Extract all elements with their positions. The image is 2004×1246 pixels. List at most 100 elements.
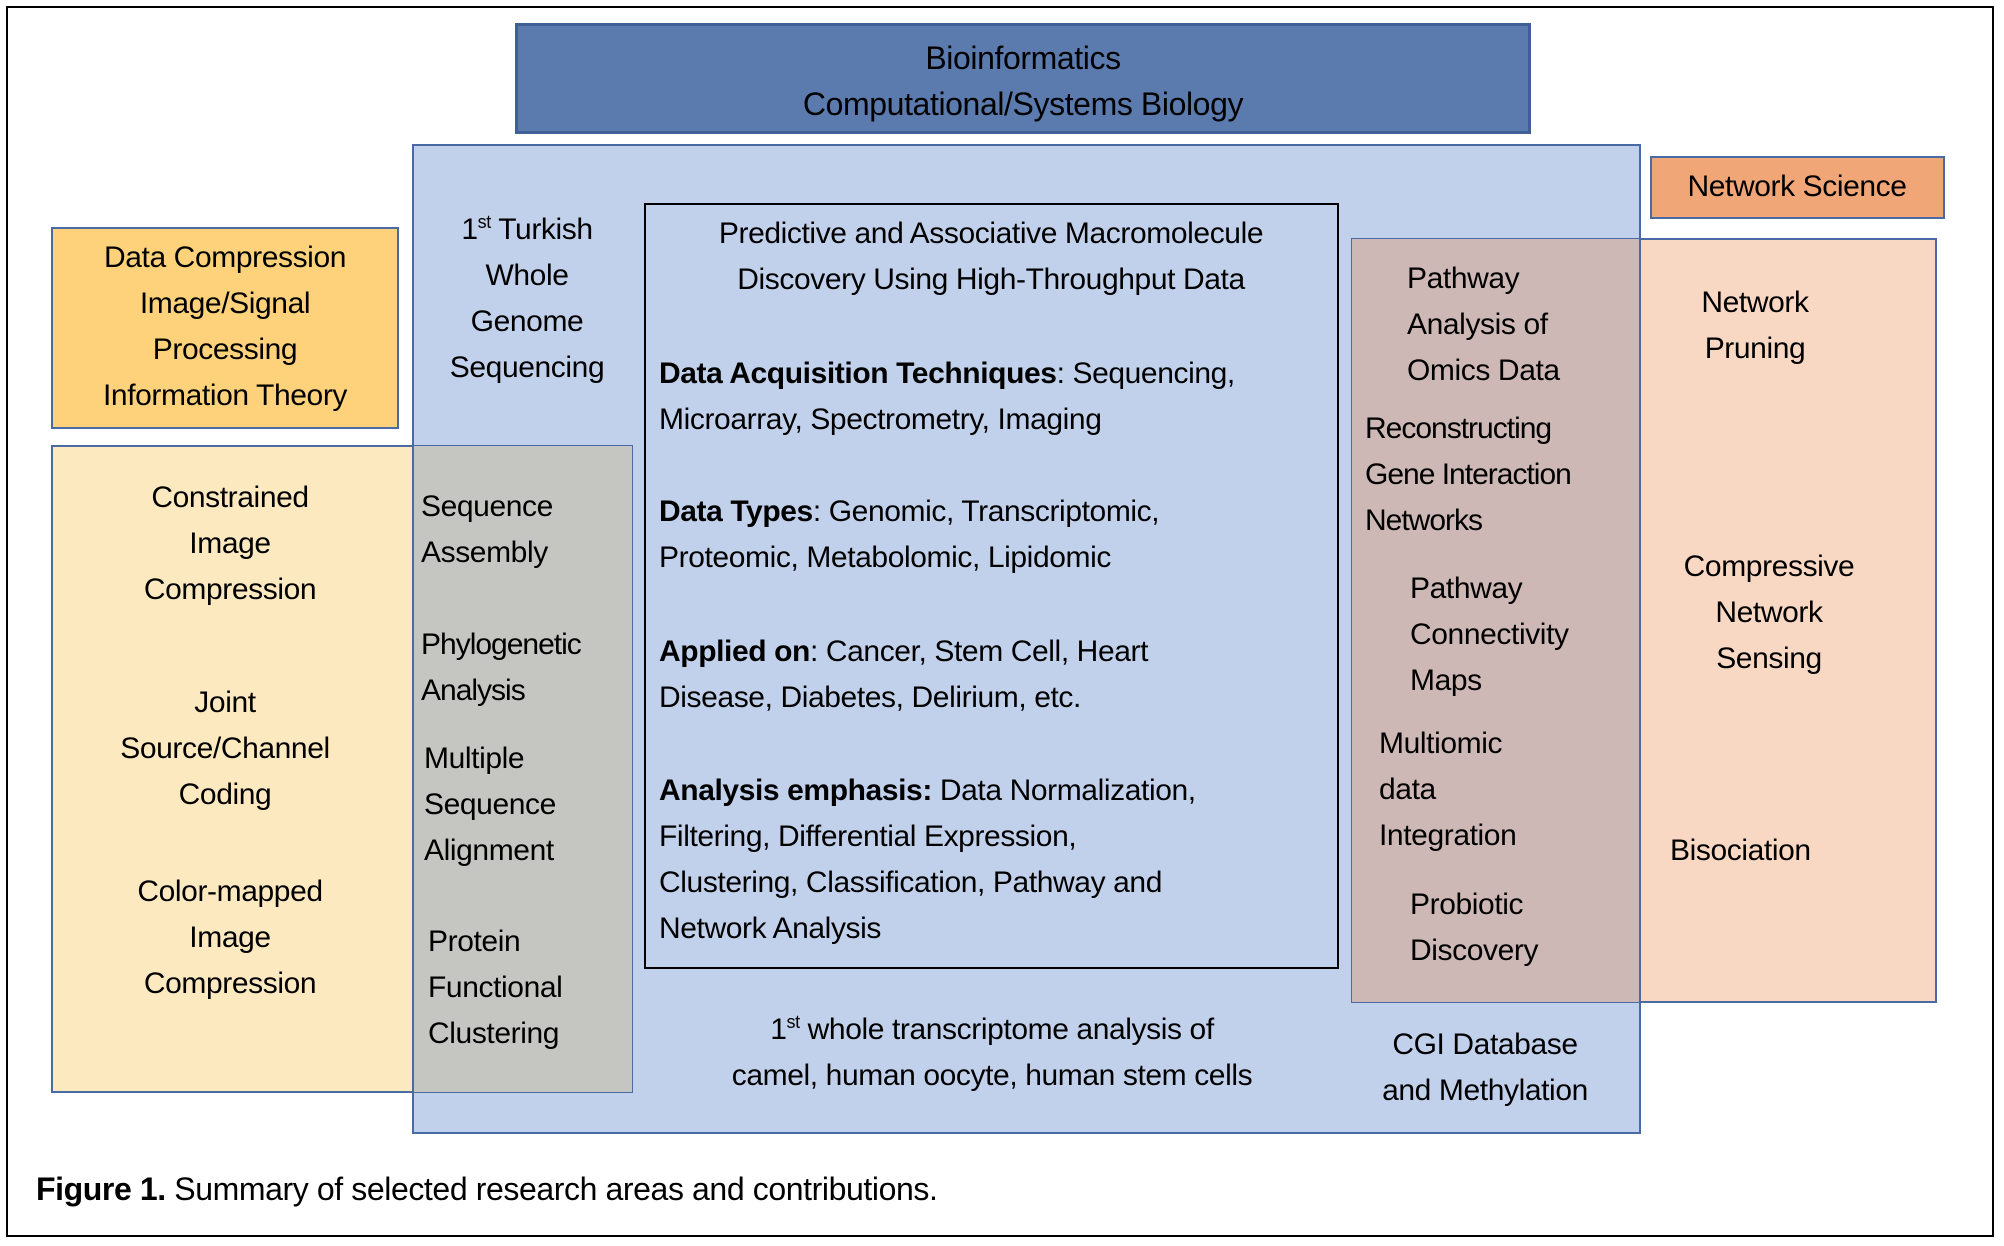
label-line: Data Compression [103,241,347,274]
text-line: Phylogenetic [421,628,582,661]
section-text: Genomic, Transcriptomic, [828,495,1160,528]
text-line: Color-mapped [137,875,323,908]
section-data-types: Data Types: Genomic, Transcriptomic, Pro… [659,489,1160,581]
label-line: 1st Turkish [450,207,604,253]
section-line: Clustering, Classification, Pathway and [659,866,1162,899]
text-line: Pathway [1407,262,1520,295]
section-label: Analysis emphasis: [659,774,932,807]
text-line: Functional [428,971,563,1004]
header-line: Computational/Systems Biology [802,86,1244,122]
turkish-genome-text: 1st Turkish Whole Genome Sequencing [449,207,605,391]
text-line: Probiotic [1410,888,1524,921]
text-line: Sequence [424,788,556,821]
section-data-acquisition: Data Acquisition Techniques: Sequencing,… [659,351,1235,443]
transcriptome-text: 1st whole transcriptome analysis of came… [731,1007,1253,1099]
text-line: Analysis [421,674,526,707]
label-line: Genome [470,305,584,338]
text-line: Multiomic [1379,727,1503,760]
text-line: Maps [1410,664,1482,697]
title-line: Discovery Using High-Throughput Data [737,263,1245,296]
label-line: Whole [485,259,569,292]
section-label: Data Types [659,495,813,528]
center-box-title: Predictive and Associative Macromolecule… [718,211,1264,303]
label-text: Turkish [490,213,593,246]
label-line: Processing [152,333,298,366]
section-label: Data Acquisition Techniques [659,357,1057,390]
network-science-label-box [1650,156,1945,219]
label-text: whole transcriptome analysis of [799,1013,1215,1046]
separator: : [812,495,829,528]
text-line: Compression [143,967,317,1000]
separator [932,774,940,807]
compression-bio-overlap [412,446,632,1092]
section-line: Data Acquisition Techniques: Sequencing, [659,351,1235,397]
text-line: Coding [178,778,272,811]
title-line: Predictive and Associative Macromolecule [718,217,1264,250]
network-science-label: Network Science [1687,170,1907,203]
ordinal-number: 1 [770,1013,787,1046]
text-line: CGI Database [1392,1028,1578,1061]
text-line: Bisociation [1670,834,1811,867]
figure-frame [6,6,1994,1237]
label-line: Sequencing [449,351,605,384]
text-line: Reconstructing [1365,412,1552,445]
separator: : [1056,357,1073,390]
text-line: Clustering [428,1017,560,1050]
data-compression-label-box [51,227,399,429]
section-label: Applied on [659,635,810,668]
label-line: Image/Signal [139,287,311,320]
label-line: 1st whole transcriptome analysis of [732,1007,1252,1053]
text-line: Gene Interaction [1365,458,1572,491]
text-line: Source/Channel [120,732,330,765]
text-line: Image [189,527,271,560]
text-line: Constrained [151,481,309,514]
ordinal-suffix: st [786,1012,801,1032]
text-line: Multiple [424,742,525,775]
section-analysis-emphasis: Analysis emphasis: Data Normalization, F… [659,768,1196,952]
text-line: Joint [194,686,256,719]
text-line: Sensing [1716,642,1822,675]
text-line: Connectivity [1410,618,1569,651]
bioinformatics-header [515,23,1531,134]
text-line: Discovery [1410,934,1539,967]
text-line: and Methylation [1382,1074,1588,1107]
text-line: Networks [1365,504,1483,537]
caption-label: Figure 1. [36,1171,166,1207]
ordinal-number: 1 [461,213,478,246]
network-bio-overlap [1352,239,1641,1002]
text-line: data [1379,773,1436,806]
label-line: camel, human oocyte, human stem cells [731,1059,1253,1092]
section-line: Data Types: Genomic, Transcriptomic, [659,489,1160,535]
text-line: Analysis of [1407,308,1548,341]
figure-caption: Figure 1. Summary of selected research a… [36,1166,938,1212]
section-text: Cancer, Stem Cell, Heart [825,635,1149,668]
section-line: Network Analysis [659,912,882,945]
cgi-database-text: CGI Database and Methylation [1382,1022,1588,1114]
text-line: Pathway [1410,572,1523,605]
text-line: Alignment [424,834,554,867]
network-item: Bisociation [1670,828,1811,874]
separator: : [809,635,826,668]
text-line: Integration [1379,819,1517,852]
text-line: Pruning [1704,332,1806,365]
data-compression-label: Data Compression Image/Signal Processing… [103,235,347,419]
caption-text: Summary of selected research areas and c… [165,1171,938,1207]
text-line: Image [189,921,271,954]
macromolecule-discovery-box [644,203,1339,969]
header-line: Bioinformatics [925,40,1121,76]
text-line: Network [1715,596,1823,629]
section-line: Proteomic, Metabolomic, Lipidomic [659,541,1111,574]
